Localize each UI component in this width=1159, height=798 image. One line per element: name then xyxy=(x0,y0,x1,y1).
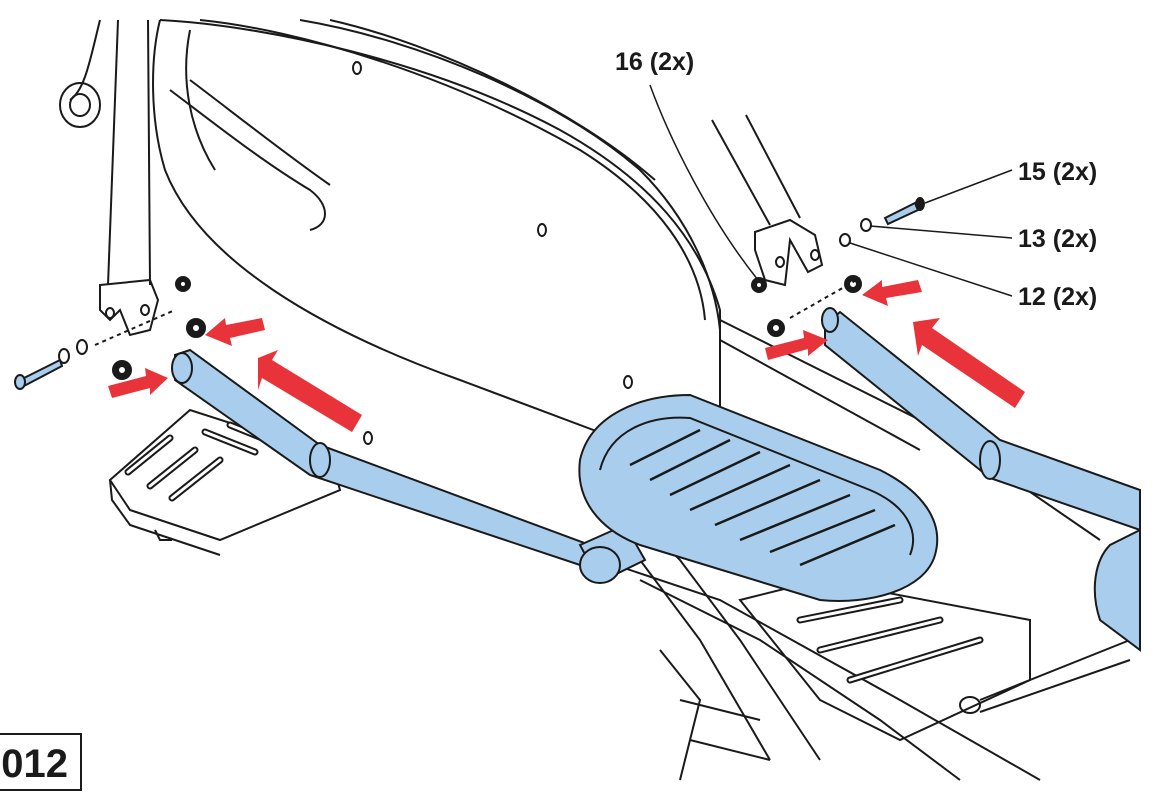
arrow-right-bushing-top xyxy=(862,280,922,306)
arrow-right-arm xyxy=(913,318,1025,408)
arrow-left-arm xyxy=(258,350,362,432)
leader-13 xyxy=(869,225,1013,239)
right-pedal-arm xyxy=(821,307,1141,532)
callout-labels: 16 (2x) 15 (2x) 13 (2x) 12 (2x) xyxy=(615,48,1097,311)
leader-15 xyxy=(924,169,1013,204)
leader-12 xyxy=(849,242,1013,297)
callout-16: 16 (2x) xyxy=(615,48,694,76)
left-pedal-arm xyxy=(171,348,592,567)
left-hardware xyxy=(14,276,206,390)
callout-12: 12 (2x) xyxy=(1018,283,1097,311)
leader-16 xyxy=(649,84,759,281)
leader-lines xyxy=(649,84,1013,297)
arrow-left-bushing-top xyxy=(205,318,265,346)
callout-15: 15 (2x) xyxy=(1018,158,1097,186)
arrow-left-bushing-bottom xyxy=(108,368,168,398)
right-hardware xyxy=(751,197,925,337)
callout-13: 13 (2x) xyxy=(1018,225,1097,253)
arrow-right-bushing-bottom xyxy=(765,330,828,360)
direction-arrows xyxy=(108,280,1025,432)
machine-frame xyxy=(59,19,1131,781)
pedal xyxy=(578,393,939,602)
step-number: 012 xyxy=(0,733,82,791)
right-pedal-partial xyxy=(1093,528,1141,652)
